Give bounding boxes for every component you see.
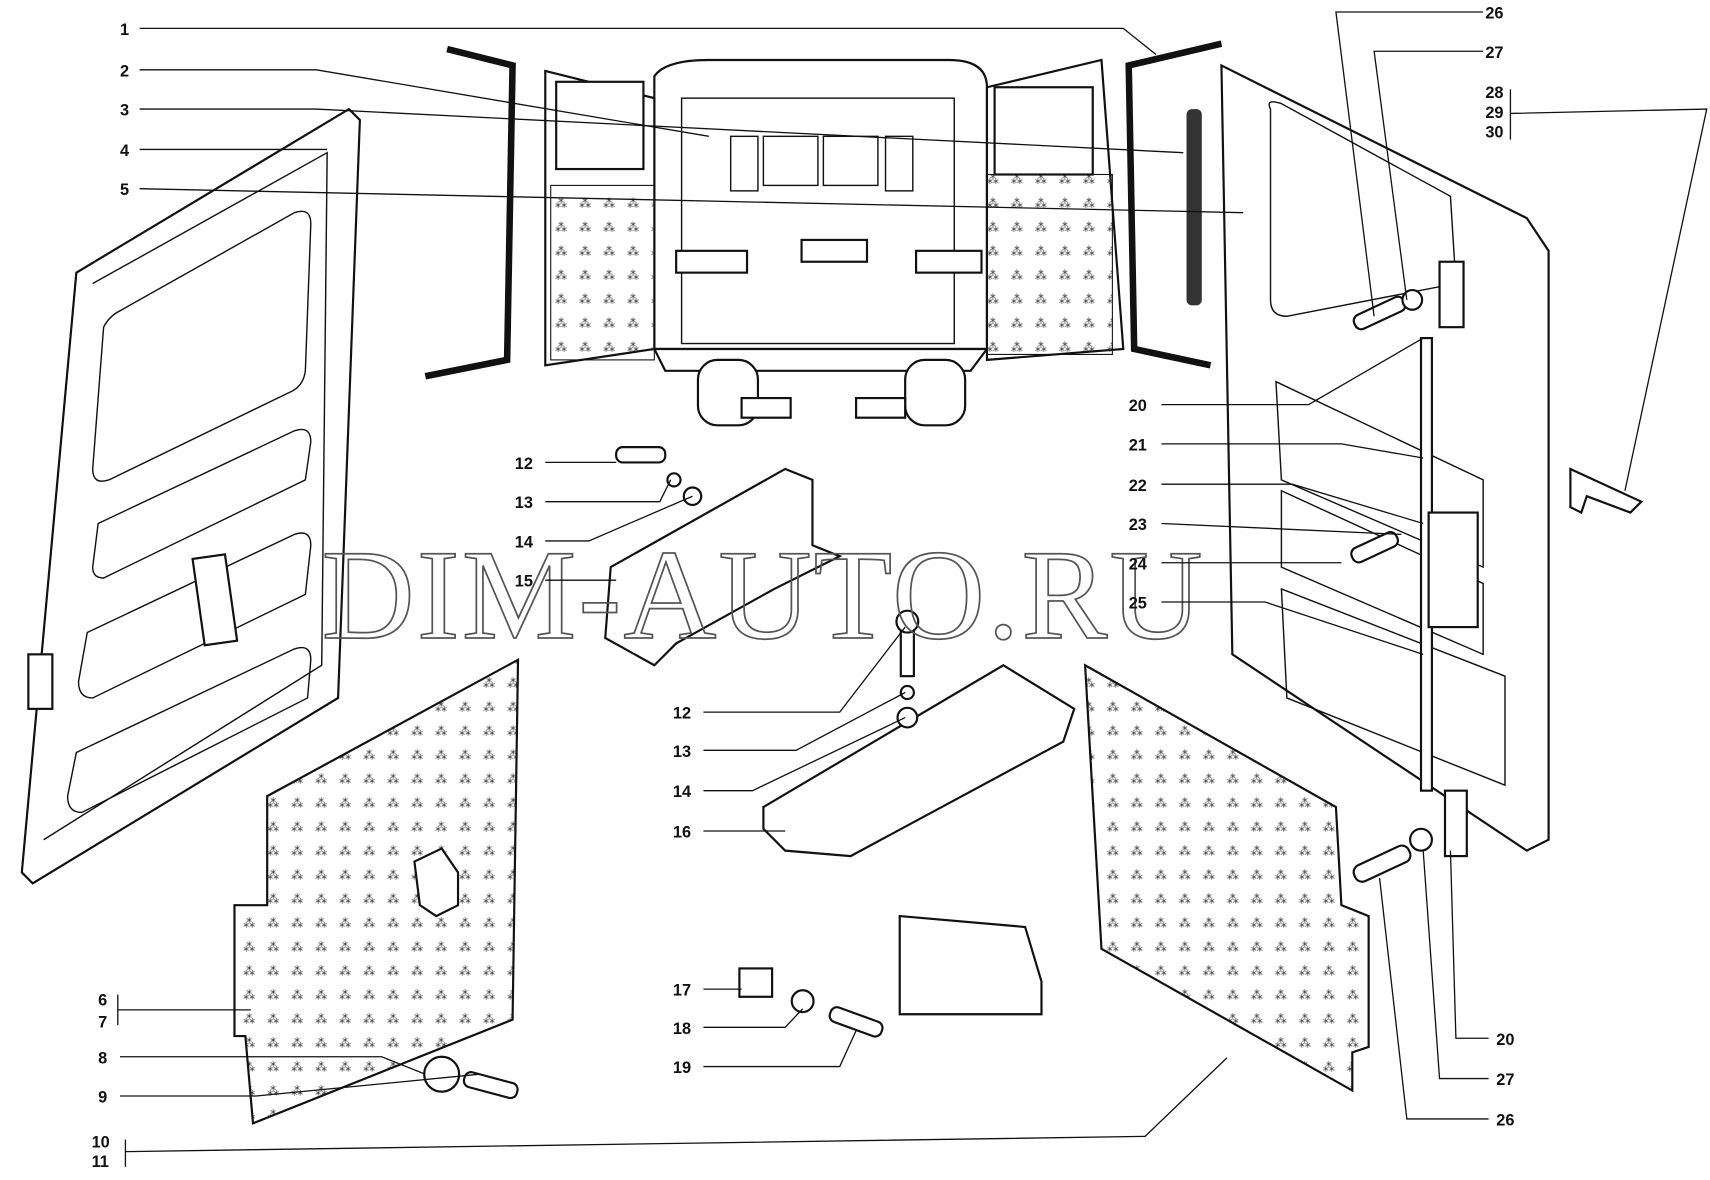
callout-24: 24 [1129,555,1147,573]
callout-22: 22 [1129,477,1147,495]
right-trim-panel [1083,663,1370,1093]
fasteners [423,289,1433,1100]
left-trim-panel [233,657,520,1125]
callout-labels: 1 2 3 4 5 12 13 14 15 12 13 14 16 17 18 … [92,5,1515,1171]
callout-10: 10 [92,1133,110,1151]
callout-3: 3 [120,102,129,120]
cover-plate [898,914,1043,1016]
callout-25: 25 [1129,595,1147,613]
callout-7: 7 [98,1013,107,1031]
callout-29: 29 [1485,104,1503,122]
callout-18: 18 [673,1020,691,1038]
callout-14: 14 [515,533,533,551]
callout-14: 14 [673,783,691,801]
callout-11: 11 [92,1153,109,1171]
callout-20: 20 [1496,1031,1514,1049]
callout-13: 13 [673,743,691,761]
watermark: DIM-AUTO.RU [322,523,1205,666]
sill-bracket [604,467,843,667]
callout-28: 28 [1485,84,1503,102]
left-rear-door [20,107,361,885]
step-plate [762,663,1076,858]
callout-26: 26 [1485,5,1503,23]
callout-12: 12 [673,705,691,723]
callout-27: 27 [1496,1071,1514,1089]
callout-23: 23 [1129,516,1147,534]
callout-5: 5 [120,181,129,199]
callout-8: 8 [98,1049,107,1067]
callout-26: 26 [1496,1111,1514,1129]
callout-15: 15 [515,573,533,591]
leader-lines [117,11,1708,1167]
callout-20: 20 [1129,397,1147,415]
callout-6: 6 [98,992,107,1010]
right-rear-door [1220,63,1644,858]
right-door-seal [1125,40,1223,369]
callout-17: 17 [673,982,691,1000]
callout-27: 27 [1485,44,1503,62]
callout-21: 21 [1129,436,1147,454]
callout-4: 4 [120,142,129,160]
callout-12: 12 [515,455,533,473]
van-rear-view [544,58,1125,427]
callout-13: 13 [515,494,533,512]
left-door-seal [424,45,516,380]
callout-30: 30 [1485,123,1503,141]
door-seal-strip [1186,109,1202,306]
callout-19: 19 [673,1059,691,1077]
callout-16: 16 [673,824,691,842]
callout-1: 1 [120,21,129,39]
callout-2: 2 [120,62,129,80]
callout-9: 9 [98,1089,107,1107]
